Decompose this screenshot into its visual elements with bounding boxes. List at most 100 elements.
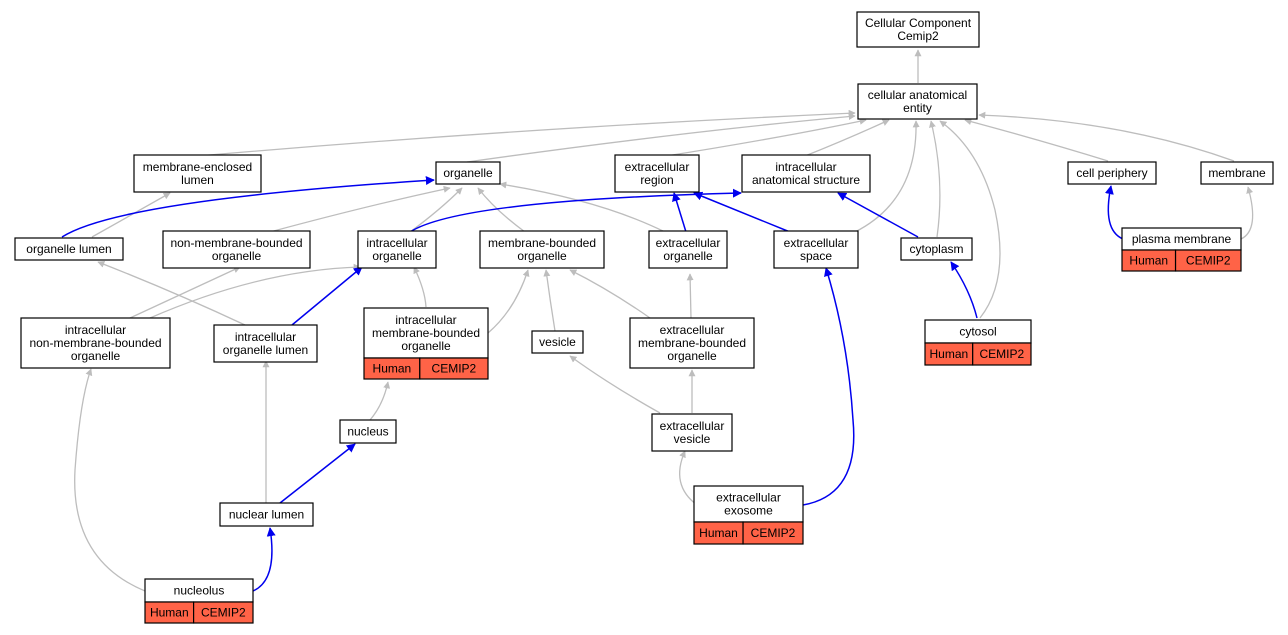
node-box	[219, 502, 314, 527]
node-box	[900, 237, 973, 261]
node-label: nuclear lumen	[229, 508, 304, 522]
node-cyto[interactable]: cytoplasm	[900, 237, 973, 261]
node-label: anatomical structure	[752, 173, 860, 187]
annotation-gene-cell	[972, 342, 1032, 366]
node-label: intracellular	[395, 313, 456, 327]
edge-cper-to-cae	[964, 118, 1109, 162]
edge-orgl-part-of-org	[61, 176, 435, 238]
node-label: membrane-enclosed	[143, 160, 252, 174]
node-label: organelle	[517, 249, 567, 263]
node-imbo[interactable]: intracellularmembrane-boundedorganelleHu…	[363, 307, 489, 380]
node-nuc[interactable]: nucleus	[339, 419, 397, 444]
annotation-gene-label: CEMIP2	[751, 526, 796, 540]
edge-cyto-to-cae	[929, 120, 941, 238]
annotation-gene-label: CEMIP2	[1186, 254, 1231, 268]
node-label: entity	[903, 101, 932, 115]
annotation-gene-cell	[193, 601, 254, 624]
node-box	[363, 307, 489, 359]
node-box	[20, 317, 171, 369]
node-label: extracellular	[784, 236, 849, 250]
node-cper[interactable]: cell periphery	[1067, 161, 1157, 185]
edge-nmbo-to-org	[269, 185, 451, 233]
node-label: organelle	[667, 349, 717, 363]
node-label: organelle lumen	[223, 343, 308, 357]
node-label: membrane-bounded	[638, 336, 746, 350]
node-orgl[interactable]: organelle lumen	[14, 237, 124, 261]
annotation-species-label: Human	[699, 526, 738, 540]
node-label: non-membrane-bounded	[170, 236, 302, 250]
node-label: organelle lumen	[26, 242, 111, 256]
edge-exex-to-exv	[679, 450, 698, 506]
edge-exs-part-of-exr	[693, 191, 791, 233]
node-label: membrane-bounded	[372, 326, 480, 340]
node-label: cell periphery	[1076, 166, 1147, 180]
node-label: exosome	[724, 504, 773, 518]
edge-exex-part-of-exs	[802, 267, 855, 506]
annotation-species-label: Human	[373, 362, 412, 376]
node-label: intracellular	[65, 323, 126, 337]
annotation-gene-cell	[1174, 249, 1242, 272]
edge-exmbo-to-exo	[686, 273, 694, 319]
edge-mem-to-cae	[978, 111, 1235, 162]
annotation-gene-cell	[742, 521, 804, 545]
node-nl[interactable]: nuclear lumen	[219, 502, 314, 527]
annotation-species-label: Human	[150, 606, 189, 620]
node-label: Cellular Component	[865, 16, 972, 30]
edge-iol-part-of-io	[291, 266, 363, 326]
node-box	[133, 154, 262, 193]
edge-inmbo-to-nmbo	[129, 266, 241, 319]
node-box	[357, 230, 437, 269]
node-label: cellular anatomical	[868, 88, 967, 102]
node-label: nucleus	[347, 425, 388, 439]
node-label: region	[640, 173, 673, 187]
node-org[interactable]: organelle	[435, 161, 501, 185]
edge-nl-part-of-nuc	[279, 443, 356, 504]
node-mem[interactable]: membrane	[1200, 161, 1274, 185]
edge-mel-to-cae	[197, 109, 856, 157]
edge-io-to-org	[409, 187, 463, 233]
edge-imbo-to-mbo	[487, 269, 530, 334]
node-box	[213, 324, 318, 363]
node-box	[629, 317, 755, 369]
edge-nucl-to-inmbo	[74, 368, 146, 592]
edge-cytosol-part-of-cyto	[950, 261, 978, 319]
node-inmbo[interactable]: intracellularnon-membrane-boundedorganel…	[20, 317, 171, 369]
node-label: extracellular	[625, 160, 690, 174]
edge-pm-part-of-cper	[1104, 185, 1124, 240]
edge-nucl-part-of-nl	[252, 527, 276, 592]
edge-ias-to-cae	[804, 119, 890, 157]
annotation-species-label: Human	[930, 347, 969, 361]
node-label: organelle	[71, 349, 121, 363]
edge-exv-to-ves	[569, 355, 661, 414]
node-ves[interactable]: vesicle	[531, 330, 584, 354]
node-label: extracellular	[660, 323, 725, 337]
node-label: cytosol	[959, 325, 996, 339]
node-label: organelle	[401, 339, 451, 353]
node-label: extracellular	[660, 419, 725, 433]
node-label: intracellular	[366, 236, 427, 250]
node-label: intracellular	[775, 160, 836, 174]
node-box	[1200, 161, 1274, 185]
edge-exo-to-org	[499, 181, 666, 233]
node-label: organelle	[212, 249, 262, 263]
node-label: membrane-bounded	[488, 236, 596, 250]
edge-nuc-to-imbo	[369, 381, 391, 421]
